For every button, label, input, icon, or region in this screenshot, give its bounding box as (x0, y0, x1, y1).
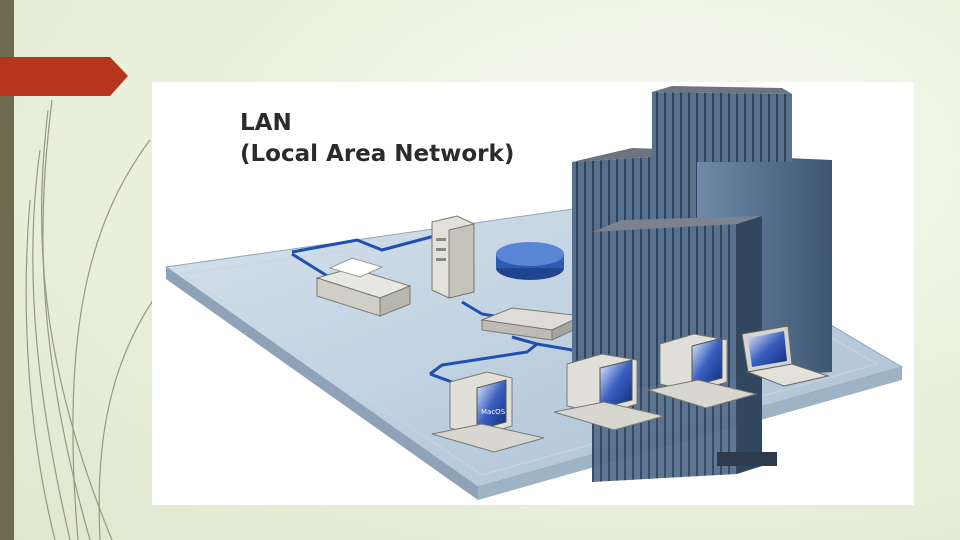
lan-diagram-image: LAN (Local Area Network) (152, 82, 914, 505)
server-tower-icon (432, 216, 474, 298)
screen-label-macos: MacOS (481, 408, 506, 416)
database-disk-icon (496, 242, 564, 280)
network-scene: MacOS (152, 82, 914, 505)
